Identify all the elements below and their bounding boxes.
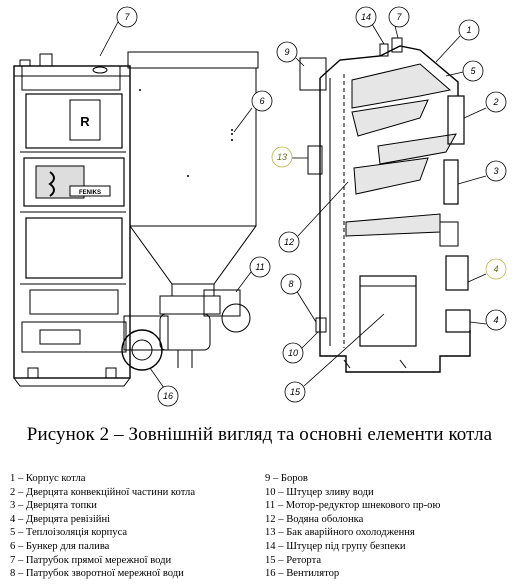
callout-side-5-label: 5 <box>470 66 476 76</box>
brand-plate-label: FENIKS <box>79 190 101 196</box>
furnace-door <box>23 157 125 207</box>
callouts: 7 6 11 16 14 7 1 9 5 2 13 3 <box>99 6 507 407</box>
callout-side-9 <box>276 41 298 63</box>
front-view: R FENIKS <box>13 51 259 387</box>
figure-caption: Рисунок 2 – Зовнішній вигляд та основні … <box>26 424 493 445</box>
auger-assembly <box>121 289 251 371</box>
callout-front-7 <box>116 6 138 28</box>
legend-item: 15 – Реторта <box>265 554 322 566</box>
legend-item: 5 – Теплоізоляція корпуса <box>10 527 128 539</box>
legend-item: 9 – Боров <box>265 473 308 484</box>
inspection-door-side <box>445 309 471 333</box>
callout-front-16 <box>157 385 179 407</box>
callout-side-1 <box>458 19 480 41</box>
callout-front-11 <box>249 256 271 278</box>
legend-item: 8 – Патрубок зворотної мережної води <box>10 568 184 580</box>
callout-side-13-label: 13 <box>277 152 287 162</box>
side-view <box>299 37 471 373</box>
boiler-shell <box>299 37 471 373</box>
callout-side-4-lower-label: 4 <box>493 315 498 325</box>
callout-side-15 <box>284 381 306 403</box>
retort <box>359 275 417 347</box>
convection-door-side <box>447 95 465 145</box>
callout-front-11-label: 11 <box>255 262 264 272</box>
callout-side-1-label: 1 <box>466 25 471 35</box>
emergency-tank <box>307 145 323 175</box>
legend-item: 11 – Мотор-редуктор шнекового пр-ою <box>265 500 441 512</box>
boiler-drawing: R FENIKS <box>13 6 507 407</box>
flue <box>299 57 327 91</box>
callout-side-13 <box>271 146 293 168</box>
callout-side-7 <box>388 6 410 28</box>
callout-side-14-label: 14 <box>361 12 371 22</box>
legend-item: 2 – Дверцята конвекційної частини котла <box>10 486 196 498</box>
fan <box>121 329 163 371</box>
furnace-door-side <box>443 159 459 205</box>
callout-front-16-label: 16 <box>163 391 173 401</box>
convection-door <box>25 93 123 149</box>
callout-front-6-label: 6 <box>259 96 264 106</box>
callout-side-4-upper-label: 4 <box>493 264 498 274</box>
legend-item: 12 – Водяна оболонка <box>265 513 364 525</box>
callout-side-9-label: 9 <box>284 47 289 57</box>
legend-item: 4 – Дверцята ревізійні <box>10 513 111 525</box>
legend-item: 3 – Дверцята топки <box>10 500 97 512</box>
callout-side-8 <box>280 273 302 295</box>
legend-item: 1 – Корпус котла <box>10 473 86 484</box>
callout-side-15-label: 15 <box>290 387 301 397</box>
legend-item: 10 – Штуцер зливу води <box>265 486 374 498</box>
legend-left: 1 – Корпус котла 2 – Дверцята конвекційн… <box>10 472 195 581</box>
callout-side-8-label: 8 <box>288 279 293 289</box>
callout-side-3 <box>485 160 507 182</box>
callout-side-12-label: 12 <box>284 237 294 247</box>
callout-side-2-label: 2 <box>492 97 498 107</box>
callout-side-12 <box>278 231 300 253</box>
legend-right: 9 – Боров 10 – Штуцер зливу води 11 – Мо… <box>265 472 440 581</box>
door-letter: R <box>80 114 90 129</box>
callout-side-10-label: 10 <box>288 348 298 358</box>
callout-front-6 <box>251 90 273 112</box>
legend-item: 7 – Патрубок прямої мережної води <box>10 554 172 566</box>
legend-item: 14 – Штуцер під групу безпеки <box>265 540 406 552</box>
brand-plate <box>69 185 111 197</box>
callout-side-5 <box>462 60 484 82</box>
callout-side-4-upper <box>485 258 507 280</box>
callout-side-4-lower <box>485 309 507 331</box>
callout-side-2 <box>485 91 507 113</box>
callout-front-7-label: 7 <box>124 12 130 22</box>
callout-side-10 <box>282 342 304 364</box>
callout-side-3-label: 3 <box>493 166 498 176</box>
callout-side-7-label: 7 <box>396 12 402 22</box>
fuel-hopper <box>127 51 259 297</box>
legend-item: 6 – Бункер для палива <box>10 540 110 552</box>
inspection-door <box>25 217 123 279</box>
legend-item: 16 – Вентилятор <box>265 568 340 580</box>
legend-item: 13 – Бак аварійного охолодження <box>265 527 415 539</box>
callout-side-14 <box>355 6 377 28</box>
boiler-body: R FENIKS <box>13 53 131 387</box>
